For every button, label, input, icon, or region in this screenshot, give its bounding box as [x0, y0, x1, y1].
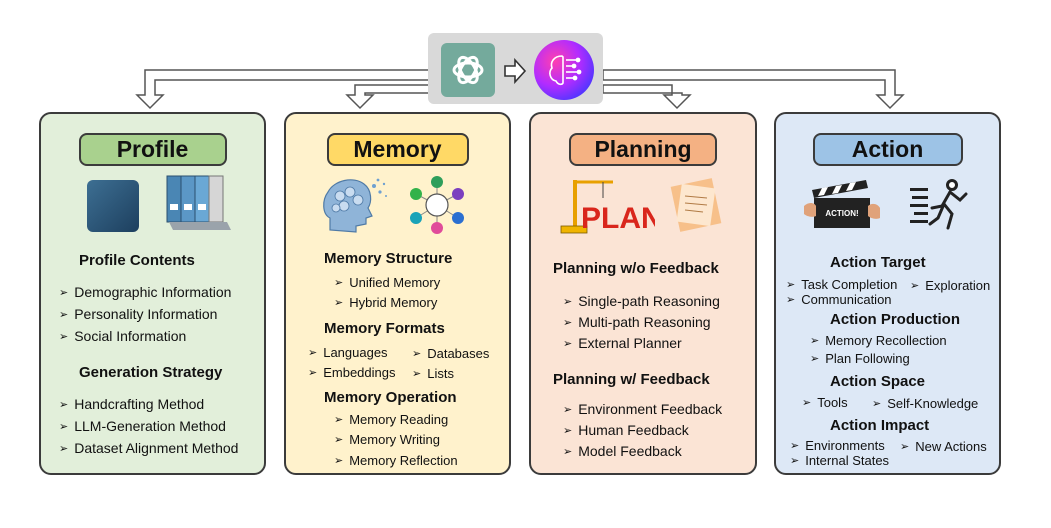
- plan-text: PLAN: [581, 202, 655, 234]
- plan-crane-icon: PLAN: [560, 180, 655, 234]
- list-item: Memory Recollection: [810, 332, 946, 351]
- list-item: Environment Feedback: [563, 401, 722, 420]
- memory-panel: Memory Memory Structure Unified Memory H…: [284, 112, 511, 475]
- file-binders-icon: [166, 175, 231, 230]
- planning-title: Planning: [569, 133, 717, 166]
- list-item: Hybrid Memory: [334, 294, 437, 313]
- memory-structure-heading: Memory Structure: [324, 250, 453, 267]
- action-space-heading: Action Space: [830, 373, 926, 390]
- list-item: Single-path Reasoning: [563, 293, 720, 312]
- list-item: Embeddings: [308, 364, 395, 383]
- list-item: Communication: [786, 291, 891, 310]
- list-item: Multi-path Reasoning: [563, 314, 710, 333]
- arrow-to-planning: [602, 84, 692, 110]
- memory-operation-heading: Memory Operation: [324, 389, 457, 406]
- list-item: Human Feedback: [563, 422, 689, 441]
- list-item: Task Completion: [786, 276, 897, 295]
- list-item: Memory Reading: [334, 411, 448, 430]
- list-item: Internal States: [790, 452, 889, 471]
- ai-brain-icon: [534, 40, 594, 100]
- list-item: Self-Knowledge: [872, 395, 978, 414]
- list-item: Handcrafting Method: [59, 396, 204, 415]
- list-item: External Planner: [563, 335, 682, 354]
- list-item: Exploration: [910, 277, 990, 296]
- list-item: Plan Following: [810, 350, 910, 369]
- plan-notes-icon: [670, 178, 722, 232]
- list-item: Personality Information: [59, 306, 217, 325]
- list-item: Databases: [412, 345, 489, 364]
- planning-with-feedback-heading: Planning w/ Feedback: [553, 371, 710, 388]
- list-item: Lists: [412, 365, 454, 384]
- profile-title: Profile: [78, 133, 227, 166]
- planning-without-feedback-heading: Planning w/o Feedback: [553, 260, 719, 277]
- planning-panel: Planning PLAN Planning w/o Feedback Sing…: [529, 112, 757, 475]
- list-item: Dataset Alignment Method: [59, 440, 238, 459]
- list-item: New Actions: [900, 438, 987, 457]
- action-title: Action: [812, 133, 963, 166]
- memory-types-diagram-icon: [410, 176, 464, 234]
- list-item: Unified Memory: [334, 274, 440, 293]
- list-item: LLM-Generation Method: [59, 418, 226, 437]
- list-item: Social Information: [59, 328, 186, 347]
- memory-title: Memory: [326, 133, 469, 166]
- running-figure-icon: [910, 179, 968, 230]
- clapper-text: ACTION!: [825, 209, 858, 218]
- action-target-heading: Action Target: [830, 254, 926, 271]
- list-item: Memory Writing: [334, 431, 440, 450]
- profile-tile-icon: [87, 180, 139, 232]
- brain-head-icon: [323, 178, 387, 233]
- profile-contents-heading: Profile Contents: [79, 252, 195, 269]
- clapperboard-icon: ACTION!: [804, 180, 880, 228]
- right-arrow-icon: [504, 58, 527, 84]
- openai-logo-icon: [441, 43, 495, 97]
- arrow-to-memory: [345, 84, 431, 110]
- action-production-heading: Action Production: [830, 311, 960, 328]
- list-item: Model Feedback: [563, 443, 682, 462]
- list-item: Tools: [802, 394, 847, 413]
- list-item: Environments: [790, 437, 884, 456]
- action-impact-heading: Action Impact: [830, 417, 930, 434]
- arrow-to-action: [602, 69, 905, 110]
- profile-panel: Profile Profile Contents Demographic Inf…: [39, 112, 266, 475]
- arrow-to-profile: [135, 69, 431, 110]
- list-item: Memory Reflection: [334, 452, 457, 471]
- generation-strategy-heading: Generation Strategy: [79, 364, 223, 381]
- memory-formats-heading: Memory Formats: [324, 320, 445, 337]
- list-item: Demographic Information: [59, 284, 231, 303]
- action-panel: Action ACTION! Action Target Task Comple…: [774, 112, 1001, 475]
- list-item: Languages: [308, 344, 387, 363]
